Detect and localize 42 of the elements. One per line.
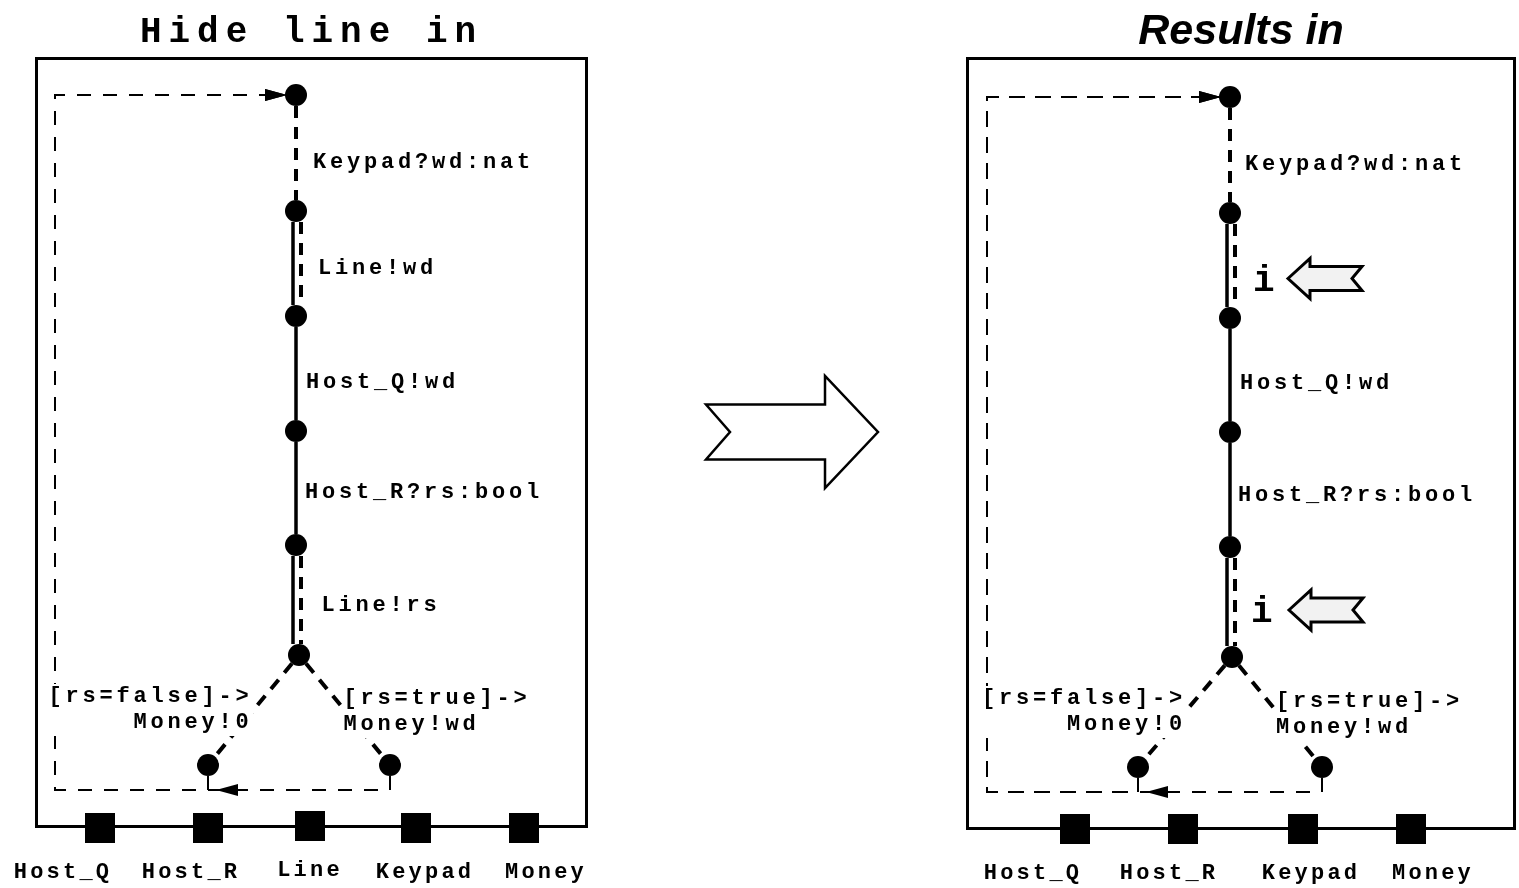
transition-line xyxy=(291,222,295,305)
state-dot xyxy=(285,200,307,222)
state-dot xyxy=(285,305,307,327)
port-label: Host_Q xyxy=(13,860,113,886)
state-dot xyxy=(1219,202,1241,224)
dashed-arrow xyxy=(54,89,287,791)
transition-line xyxy=(294,327,298,420)
state-dot xyxy=(1219,307,1241,329)
state-dot xyxy=(1219,86,1241,108)
dashed-line xyxy=(213,662,294,758)
transition-line xyxy=(1228,443,1232,536)
port-label: Money xyxy=(505,860,587,886)
port-label: Host_Q xyxy=(983,861,1083,887)
state-dot xyxy=(288,644,310,666)
port-label: Host_R xyxy=(141,860,241,886)
dashed-line xyxy=(1228,108,1232,202)
port-label: Host_R xyxy=(1119,861,1219,887)
transition-line xyxy=(1225,224,1229,307)
transition-line xyxy=(291,556,295,644)
state-dot xyxy=(1219,536,1241,558)
port-label: Keypad xyxy=(375,860,475,886)
state-dot xyxy=(1221,646,1243,668)
state-dot xyxy=(1127,756,1149,778)
state-dot xyxy=(285,534,307,556)
port-label: Keypad xyxy=(1261,861,1361,887)
transition-line xyxy=(1225,558,1229,646)
dashed-line xyxy=(299,556,303,644)
state-dot xyxy=(1219,421,1241,443)
state-dot xyxy=(1311,756,1333,778)
transition-line xyxy=(294,442,298,534)
block-arrow xyxy=(703,372,880,492)
port-label: Money xyxy=(1392,861,1474,887)
panel-title: Hide line in xyxy=(139,13,484,53)
port-label: Line xyxy=(277,858,343,884)
dashed-line xyxy=(1233,558,1237,646)
state-dot xyxy=(285,84,307,106)
transition-line xyxy=(1228,329,1232,421)
panel-title: Results in xyxy=(1138,6,1344,54)
state-dot xyxy=(285,420,307,442)
state-dot xyxy=(379,754,401,776)
dashed-line xyxy=(294,106,298,200)
state-dot xyxy=(197,754,219,776)
